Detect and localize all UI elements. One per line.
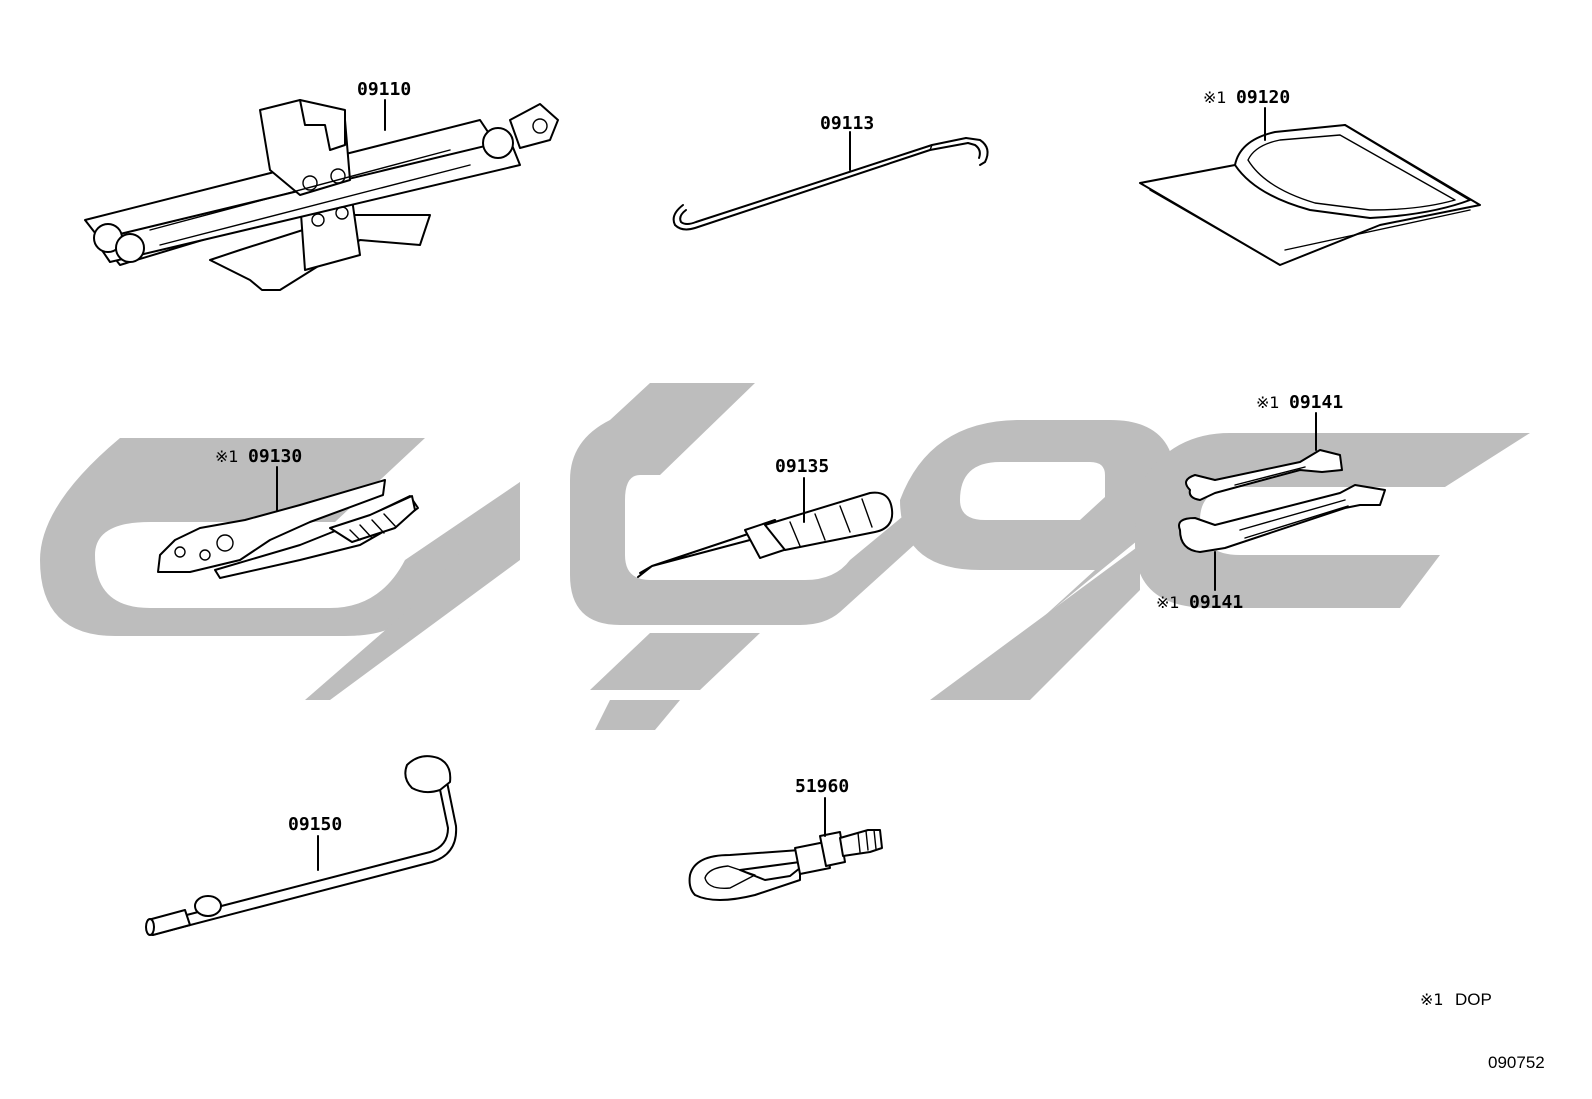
part-number-09113[interactable]: 09113 <box>820 113 874 134</box>
watermark-logo <box>40 383 1530 730</box>
dop-mark-09130: ※1 <box>215 447 239 466</box>
legend-mark: ※1 <box>1420 990 1444 1009</box>
jack-handle-hook-illustration <box>672 137 989 231</box>
part-number-09141-upper[interactable]: 09141 <box>1289 392 1343 413</box>
part-number-09141-lower[interactable]: 09141 <box>1189 592 1243 613</box>
part-number-09110[interactable]: 09110 <box>357 79 411 100</box>
tool-bag-illustration <box>1139 124 1481 266</box>
part-number-09120[interactable]: 09120 <box>1236 87 1290 108</box>
wheel-nut-wrench-illustration <box>145 755 458 936</box>
towing-eye-illustration <box>688 829 883 901</box>
dop-mark-09141-upper: ※1 <box>1256 393 1280 412</box>
dop-mark-09141-lower: ※1 <box>1156 593 1180 612</box>
part-number-09135[interactable]: 09135 <box>775 456 829 477</box>
legend-text: DOP <box>1455 990 1492 1009</box>
figure-id: 090752 <box>1488 1053 1545 1072</box>
wrench-lower-illustration <box>1178 484 1386 553</box>
part-number-09150[interactable]: 09150 <box>288 814 342 835</box>
pliers-illustration <box>157 479 419 579</box>
screwdriver-illustration <box>637 491 894 578</box>
dop-mark-09120: ※1 <box>1203 88 1227 107</box>
part-number-51960[interactable]: 51960 <box>795 776 849 797</box>
part-number-09130[interactable]: 09130 <box>248 446 302 467</box>
jack-illustration <box>84 99 559 291</box>
wrench-upper-illustration <box>1185 449 1343 501</box>
